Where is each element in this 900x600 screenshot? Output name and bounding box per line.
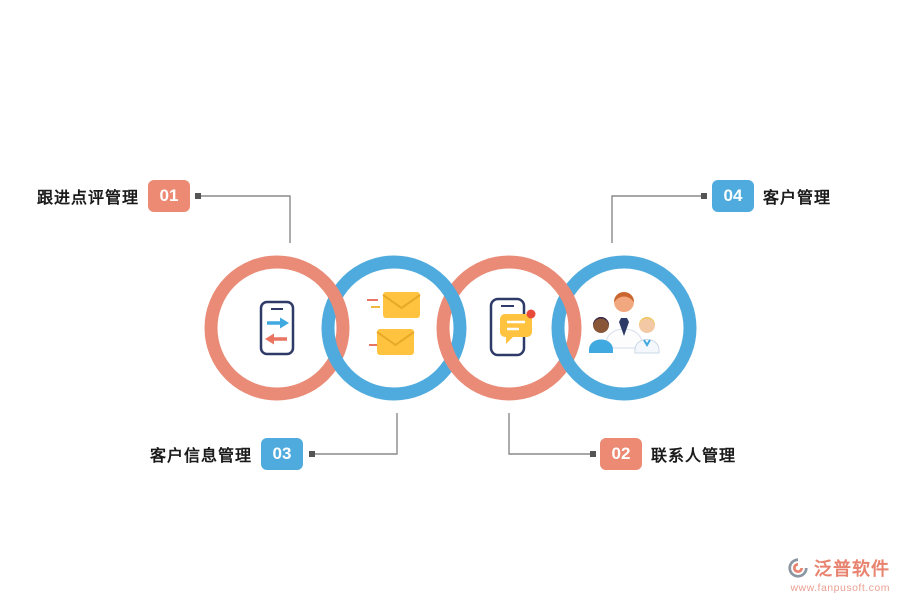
ring-weave-arcs: [318, 276, 580, 316]
connector-line-03: [313, 413, 398, 455]
callout-03-label: 客户信息管理: [149, 448, 252, 465]
callout-02: 02 联系人管理: [600, 438, 736, 470]
callout-04-label: 客户管理: [763, 190, 832, 207]
callout-01-label: 跟进点评管理: [36, 190, 139, 207]
team-icon: [589, 292, 660, 354]
brand-logo: 泛普软件 www.fanpusoft.com: [787, 555, 890, 594]
callout-03-badge: 03: [261, 438, 303, 470]
callout-04-badge: 04: [712, 180, 754, 212]
connector-line-02: [508, 413, 595, 455]
callout-03: 客户信息管理 03: [150, 438, 303, 470]
ring-04: [551, 255, 697, 401]
callout-02-badge: 02: [600, 438, 642, 470]
phone-chat-icon: [489, 297, 536, 357]
connector-line-01: [199, 195, 291, 243]
brand-name: 泛普软件: [814, 559, 890, 579]
ring-02: [436, 255, 582, 401]
ring-01: [204, 255, 350, 401]
phone-transfer-icon: [259, 300, 295, 356]
ring-03: [321, 255, 467, 401]
callout-01-badge: 01: [148, 180, 190, 212]
fanpu-logo-icon: [788, 558, 808, 578]
connector-line-04: [611, 195, 707, 243]
callout-02-label: 联系人管理: [651, 448, 737, 465]
callout-01: 跟进点评管理 01: [37, 180, 190, 212]
callout-04: 04 客户管理: [712, 180, 831, 212]
mail-icon: [367, 292, 421, 355]
brand-url: www.fanpusoft.com: [790, 582, 890, 594]
connector-dots: [195, 193, 707, 457]
